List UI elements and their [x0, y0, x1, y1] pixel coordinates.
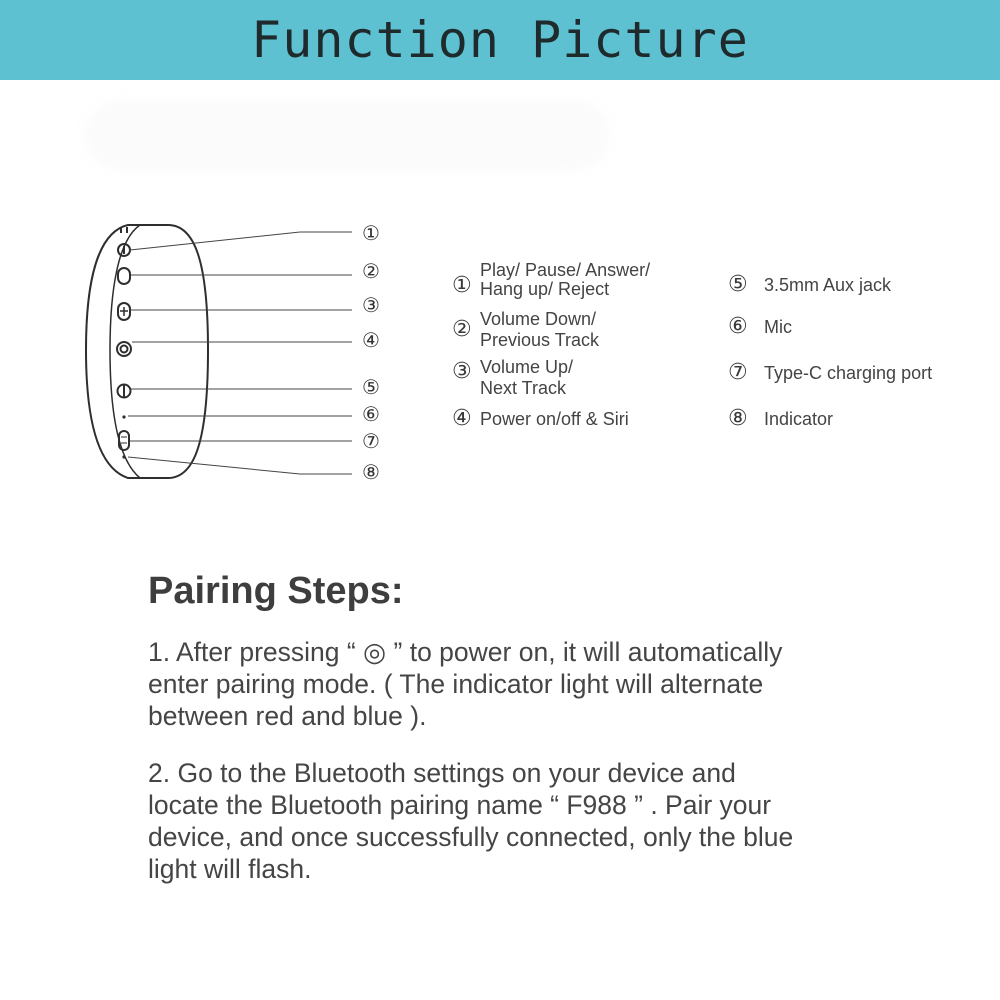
- callout-3: ③: [362, 293, 380, 317]
- usb-c-port-icon: [118, 430, 130, 451]
- legend-num: ①: [452, 273, 472, 298]
- legend-item-2: ② Volume Down/ Previous Track: [452, 309, 599, 351]
- callout-7: ⑦: [362, 429, 380, 453]
- callout-6: ⑥: [362, 402, 380, 426]
- button-volume-up-icon: [117, 302, 131, 321]
- legend-text: 3.5mm Aux jack: [764, 275, 892, 295]
- ear-cup-outline: [84, 224, 210, 479]
- indicator-light-icon: [122, 455, 126, 459]
- callout-4: ④: [362, 328, 380, 352]
- header-banner: Function Picture: [0, 0, 1000, 80]
- legend-text: Type-C charging port: [764, 363, 933, 383]
- legend-text: Power on/off & Siri: [480, 409, 629, 429]
- callout-2: ②: [362, 259, 380, 283]
- legend-text: Volume Up/ Next Track: [480, 357, 574, 398]
- aux-jack-icon: [116, 383, 132, 399]
- pairing-step-1: 1. After pressing “ ◎ ” to power on, it …: [148, 637, 783, 731]
- legend-text: Mic: [764, 317, 792, 337]
- legend-num: ④: [452, 406, 472, 431]
- legend-item-6: ⑥ Mic: [728, 316, 792, 338]
- legend-num: ⑥: [728, 314, 748, 339]
- legend-item-4: ④ Power on/off & Siri: [452, 408, 629, 430]
- legend-text: Play/ Pause/ Answer/ Hang up/ Reject: [480, 260, 651, 299]
- legend-num: ⑦: [728, 360, 748, 385]
- button-power-icon: [116, 341, 132, 357]
- callout-5: ⑤: [362, 375, 380, 399]
- legend-num: ⑧: [728, 406, 748, 431]
- background-smudge: [85, 100, 610, 170]
- legend-text: Indicator: [764, 409, 834, 429]
- legend-item-8: ⑧ Indicator: [728, 408, 833, 430]
- legend-num: ②: [452, 317, 472, 342]
- button-volume-down-icon: [117, 267, 131, 285]
- legend-item-3: ③ Volume Up/ Next Track: [452, 357, 573, 399]
- legend-num: ⑤: [728, 272, 748, 297]
- legend-item-7: ⑦ Type-C charging port: [728, 362, 932, 384]
- legend-num: ③: [452, 359, 472, 384]
- callout-8: ⑧: [362, 460, 380, 484]
- legend-item-5: ⑤ 3.5mm Aux jack: [728, 274, 891, 296]
- page-title: Function Picture: [251, 11, 749, 69]
- callout-1: ①: [362, 221, 380, 245]
- headphone-side-diagram: ① ② ③ ④ ⑤ ⑥ ⑦ ⑧: [84, 221, 380, 484]
- pairing-step-2: 2. Go to the Bluetooth settings on your …: [148, 758, 794, 884]
- mic-hole-icon: [122, 415, 126, 419]
- legend-item-1: ① Play/ Pause/ Answer/ Hang up/ Reject: [452, 261, 650, 299]
- pairing-steps-heading: Pairing Steps:: [148, 570, 404, 612]
- legend-text: Volume Down/ Previous Track: [480, 309, 600, 350]
